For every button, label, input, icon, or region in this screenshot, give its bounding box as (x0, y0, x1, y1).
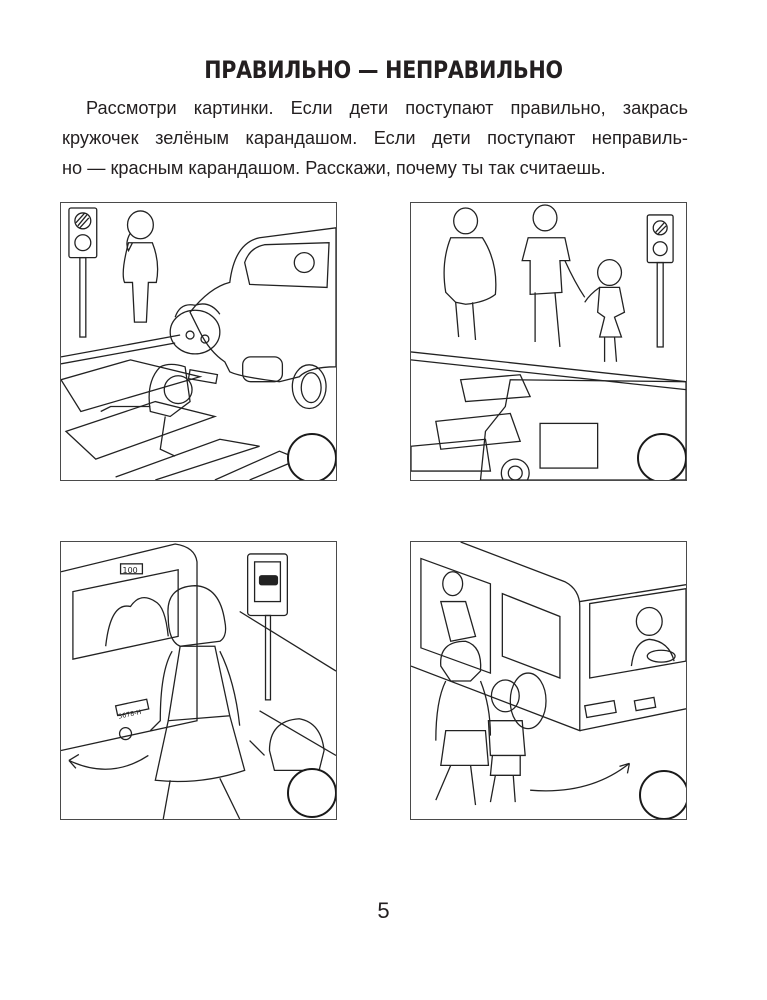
woman-standing-icon (122, 210, 159, 323)
bus-license-plate (114, 698, 150, 717)
panel-3-illustration: 100 5678-Н (61, 543, 336, 819)
page-title: ПРАВИЛЬНО — НЕПРАВИЛЬНО (204, 56, 563, 84)
traffic-light-icon (646, 214, 674, 348)
panel-3-answer-circle[interactable] (287, 768, 336, 818)
car-icon (189, 227, 336, 410)
bus-plate-number: 5678-Н (117, 708, 142, 721)
girl-icon (584, 258, 626, 362)
panel-4-walking-behind-bus (410, 541, 687, 820)
boy-walking-icon (487, 679, 526, 803)
panel-4-illustration (411, 542, 686, 806)
child-exiting-bus-icon (439, 571, 477, 643)
instructions-line-3: но — красным карандашом. Расскажи, почем… (62, 158, 606, 178)
curved-arrow-left-icon (68, 754, 149, 770)
curved-arrow-right-icon (530, 762, 630, 792)
panel-2-family-waiting (410, 202, 687, 481)
road-edge (239, 610, 336, 672)
panel-3-crossing-in-front-of-bus: 100 5678-Н (60, 541, 337, 820)
driver-icon (630, 606, 676, 667)
bus-stop-sign-icon (246, 553, 288, 701)
panel-1-illustration (61, 207, 336, 480)
traffic-light-icon (68, 207, 98, 338)
boy-running-icon (100, 303, 221, 457)
crosswalk-icon (61, 334, 301, 480)
mother-icon (149, 585, 246, 819)
panel-1-answer-circle[interactable] (287, 433, 336, 480)
man-icon (521, 204, 586, 348)
page-number: 5 (377, 898, 390, 923)
girl-icon (249, 718, 325, 771)
bus-route-number: 100 (123, 566, 138, 575)
panel-2-answer-circle[interactable] (637, 433, 686, 480)
crosswalk-icon (411, 374, 532, 472)
panel-4-answer-circle[interactable] (639, 770, 686, 819)
bus-side-icon (411, 542, 686, 732)
woman-in-coat-icon (443, 207, 497, 341)
instructions-line-1: Рассмотри картинки. Если дети поступают … (86, 98, 688, 118)
bus-route-plate (119, 563, 144, 575)
instructions-line-2: кружочек зелёным карандашом. Если дети п… (62, 128, 688, 148)
car-icon (479, 379, 686, 480)
instructions-paragraph: Рассмотри картинки. Если дети поступают … (62, 93, 688, 183)
panel-2-illustration (411, 204, 686, 480)
girl-walking-icon (435, 640, 492, 806)
curb-line (411, 351, 686, 383)
panel-1-boy-crossing-red-light (60, 202, 337, 481)
